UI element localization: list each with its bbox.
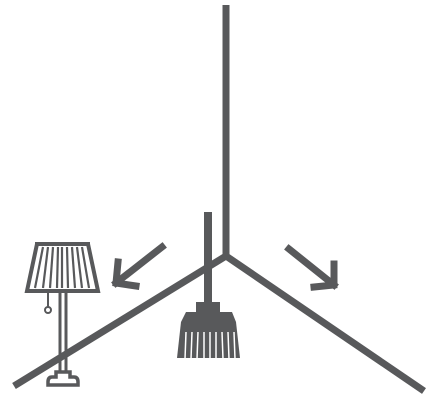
broom-icon (177, 212, 240, 359)
lamp-base (48, 372, 78, 385)
lamp-pull-knob (45, 307, 51, 313)
broom-collar (196, 302, 220, 312)
broom-head (181, 312, 236, 322)
arrow-down-right-icon (289, 249, 334, 287)
broom-handle (204, 212, 212, 310)
arrow-down-left-icon (116, 247, 162, 286)
floor-lamp-icon (27, 244, 98, 385)
